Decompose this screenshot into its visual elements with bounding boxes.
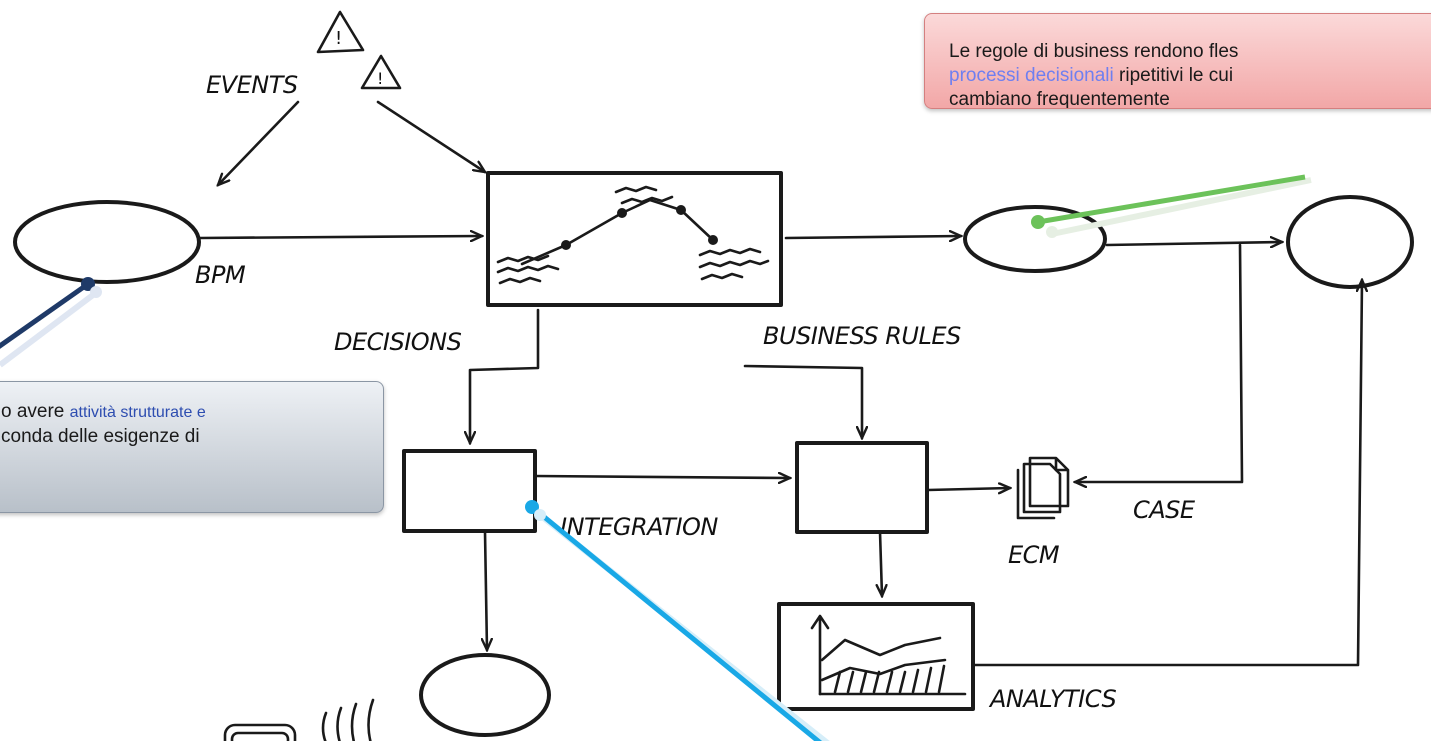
- callout-text-line: ripetitivi le cui: [1113, 65, 1234, 86]
- callout-text-line: Le regole di business rendono fles: [949, 41, 1239, 62]
- business-rules-callout: Le regole di business rendono fles proce…: [924, 13, 1431, 109]
- output-node: [419, 653, 551, 737]
- document-stack-icon: [1016, 456, 1070, 520]
- callout-text-line: o avere: [1, 401, 70, 422]
- device-icon: [223, 698, 375, 741]
- bpm-start-node: [13, 200, 201, 284]
- decision-chart-box: [486, 171, 783, 307]
- callout-highlight: attività strutturate e: [69, 404, 206, 421]
- svg-text:!: !: [335, 28, 342, 49]
- callout-pointer-green: [1031, 174, 1312, 238]
- case-label: CASE: [1133, 496, 1196, 524]
- warning-icon: !: [360, 54, 402, 90]
- bpm-callout: o avere attività strutturate e conda del…: [0, 381, 384, 513]
- analytics-box: [777, 602, 975, 711]
- callout-pointer-cyan: [525, 500, 830, 741]
- integration-label: INTEGRATION: [560, 513, 718, 541]
- callout-text-line: cambiano frequentemente: [949, 89, 1170, 109]
- bpm-label: BPM: [195, 261, 246, 289]
- events-label: EVENTS: [206, 71, 298, 99]
- callout-text-line: conda delle esigenze di: [1, 426, 200, 447]
- process-node: [963, 205, 1107, 273]
- ecm-label: ECM: [1008, 541, 1060, 569]
- svg-text:!: !: [377, 69, 383, 88]
- callout-highlight: processi decisionali: [949, 65, 1114, 86]
- business-rules-label: BUSINESS RULES: [763, 322, 961, 350]
- integration-box: [402, 449, 537, 533]
- end-node: [1286, 195, 1414, 289]
- analytics-label: ANALYTICS: [988, 685, 1116, 713]
- analytics-chart-icon: [810, 614, 967, 696]
- callout-pointer-navy: [0, 277, 102, 368]
- flow-arrows: [198, 100, 1362, 667]
- decision-chart-icon: [496, 185, 770, 285]
- warning-icon: !: [316, 10, 365, 54]
- rules-box: [795, 441, 929, 534]
- decisions-label: DECISIONS: [334, 328, 462, 356]
